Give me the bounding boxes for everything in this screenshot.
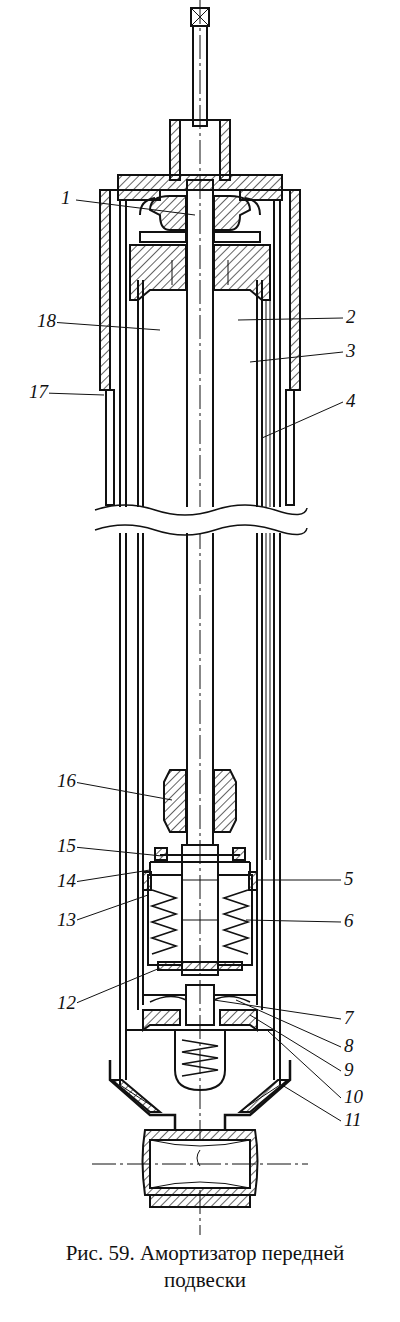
callout-number: 13 [56,910,77,929]
callout-number: 3 [345,341,357,360]
callout-number: 14 [56,871,77,890]
callout-number: 10 [343,1087,364,1106]
callout-number: 2 [345,307,357,326]
callout-number: 17 [28,382,49,401]
callout-number: 12 [56,993,77,1012]
callout-number: 5 [343,869,355,888]
callout-number: 16 [56,771,77,790]
callout-number: 18 [36,311,57,330]
callout-number: 7 [343,1008,355,1027]
figure-caption: Рис. 59. Амортизатор передней подвески [55,1240,355,1295]
callout-number: 4 [345,391,357,410]
callout-number: 11 [343,1110,363,1129]
callout-number: 9 [343,1060,355,1079]
callout-number: 6 [343,911,355,930]
callout-number: 15 [56,836,77,855]
callout-number: 1 [60,188,72,207]
callout-number: 8 [343,1036,355,1055]
